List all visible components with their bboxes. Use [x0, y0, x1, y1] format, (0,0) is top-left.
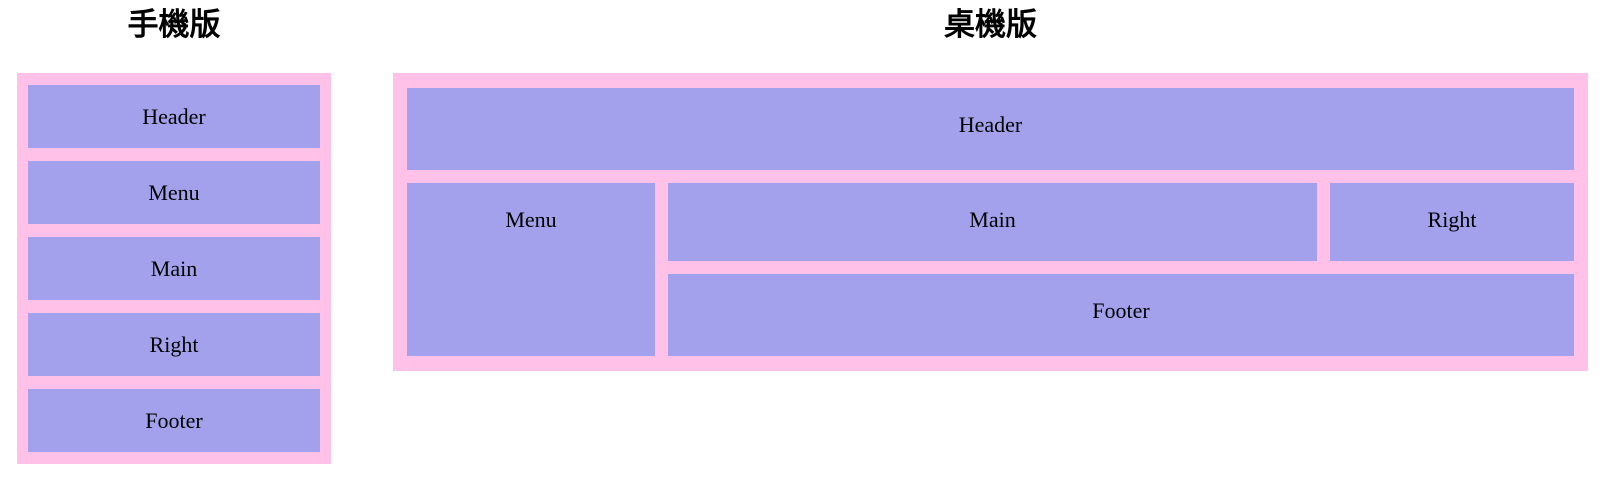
desktop-layout-panel: 桌機版 Header Menu Main Right Footer: [393, 0, 1588, 371]
desktop-layout-container: Header Menu Main Right Footer: [393, 73, 1588, 371]
mobile-panel-title: 手機版: [127, 7, 221, 42]
desktop-header-box: Header: [407, 88, 1574, 170]
desktop-panel-title: 桌機版: [944, 7, 1037, 42]
mobile-layout-panel: 手機版 Header Menu Main Right Footer: [17, 0, 331, 464]
mobile-footer-box: Footer: [28, 389, 320, 452]
mobile-main-box: Main: [28, 237, 320, 300]
mobile-layout-container: Header Menu Main Right Footer: [17, 73, 331, 464]
desktop-main-box: Main: [668, 183, 1317, 261]
mobile-menu-box: Menu: [28, 161, 320, 224]
desktop-right-box: Right: [1330, 183, 1574, 261]
mobile-right-box: Right: [28, 313, 320, 376]
mobile-header-box: Header: [28, 85, 320, 148]
desktop-footer-box: Footer: [668, 274, 1574, 356]
desktop-menu-box: Menu: [407, 183, 655, 356]
